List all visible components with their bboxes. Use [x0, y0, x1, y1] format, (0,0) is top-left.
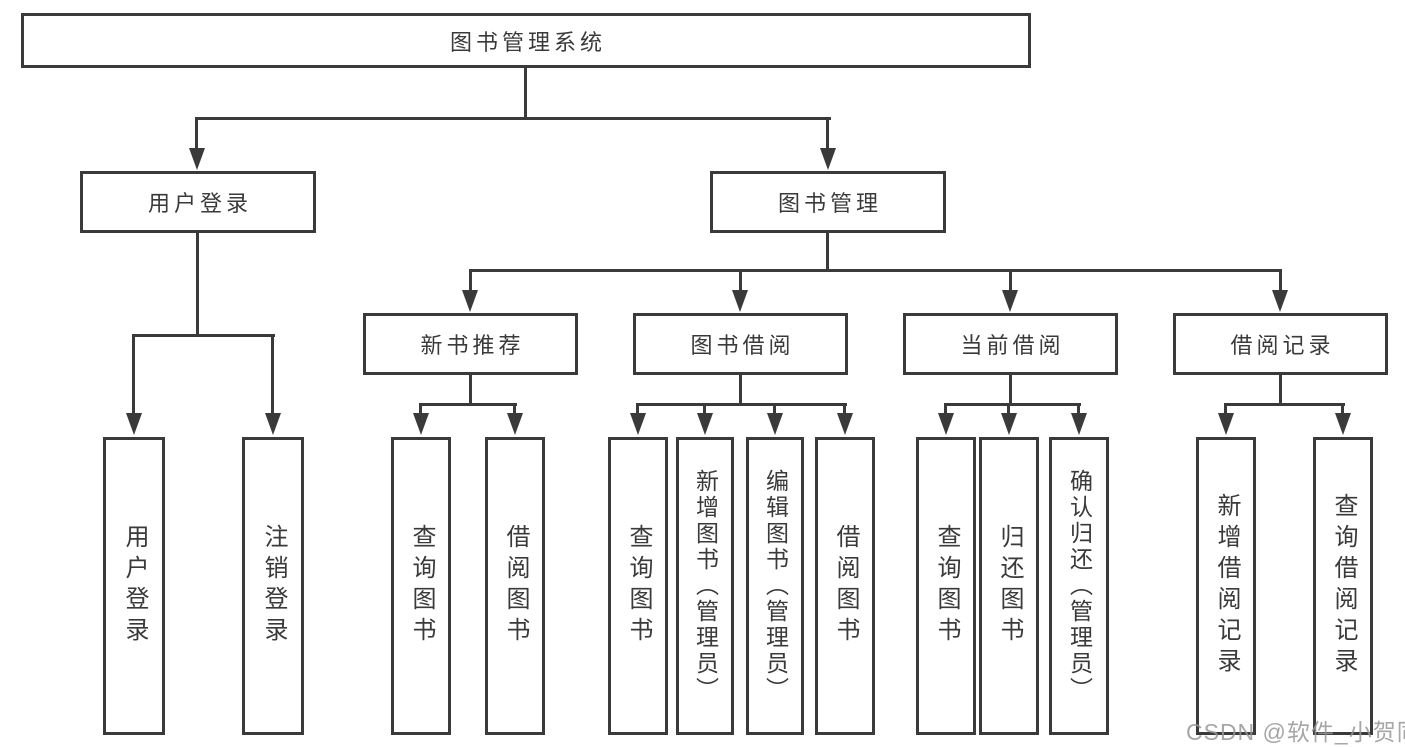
- csdn-watermark: CSDN @软件_小贺同学: [1186, 719, 1405, 745]
- connector-line: [1279, 269, 1282, 292]
- leaf-query-borrow-record: 查询借阅记录: [1313, 437, 1373, 735]
- connector-line: [271, 334, 274, 414]
- arrow-down-icon: [1071, 413, 1087, 435]
- leaf-logout: 注销登录: [242, 437, 304, 735]
- node-borrow-records: 借阅记录: [1173, 313, 1388, 375]
- arrow-down-icon: [1335, 413, 1351, 435]
- leaf-borrow-books-recommend: 借阅图书: [485, 437, 545, 735]
- leaf-label: 编辑图书（管理员）: [762, 469, 789, 703]
- leaf-label: 新增图书（管理员）: [692, 469, 719, 703]
- connector-line: [944, 403, 947, 415]
- connector-line: [739, 375, 742, 406]
- leaf-borrow-books: 借阅图书: [815, 437, 875, 735]
- connector-line: [513, 403, 516, 415]
- connector-line: [1279, 375, 1282, 406]
- connector-line: [196, 233, 199, 337]
- connector-line: [1077, 403, 1080, 415]
- arrow-down-icon: [189, 148, 205, 170]
- connector-line: [469, 269, 472, 292]
- connector-line: [132, 334, 135, 414]
- arrow-down-icon: [1272, 290, 1288, 312]
- leaf-add-borrow-record: 新增借阅记录: [1196, 437, 1256, 735]
- connector-line: [636, 403, 639, 415]
- connector-line: [1341, 403, 1344, 415]
- arrow-down-icon: [413, 413, 429, 435]
- connector-line: [1224, 403, 1345, 406]
- leaf-label: 确认归还（管理员）: [1066, 469, 1093, 703]
- leaf-label: 新增借阅记录: [1213, 493, 1240, 679]
- leaf-label: 归还图书: [996, 524, 1023, 648]
- connector-line: [1009, 375, 1012, 406]
- connector-line: [469, 269, 1282, 272]
- leaf-edit-books-admin: 编辑图书（管理员）: [746, 437, 804, 735]
- connector-line: [636, 403, 847, 406]
- leaf-label: 查询图书: [933, 524, 960, 648]
- connector-line: [419, 403, 422, 415]
- arrow-down-icon: [507, 413, 523, 435]
- node-new-book-recommend: 新书推荐: [363, 313, 578, 375]
- connector-line: [524, 68, 527, 120]
- node-book-management: 图书管理: [710, 171, 946, 233]
- arrow-down-icon: [126, 413, 142, 435]
- leaf-label: 查询借阅记录: [1330, 493, 1357, 679]
- connector-line: [419, 403, 517, 406]
- connector-line: [195, 117, 198, 150]
- connector-line: [703, 403, 706, 415]
- leaf-add-books-admin: 新增图书（管理员）: [676, 437, 734, 735]
- leaf-label: 用户登录: [121, 524, 148, 648]
- connector-line: [469, 375, 472, 406]
- leaf-query-books-recommend: 查询图书: [391, 437, 451, 735]
- leaf-label: 注销登录: [260, 524, 287, 648]
- arrow-down-icon: [630, 413, 646, 435]
- arrow-down-icon: [462, 290, 478, 312]
- connector-line: [843, 403, 846, 415]
- connector-line: [826, 233, 829, 272]
- arrow-down-icon: [1218, 413, 1234, 435]
- connector-line: [1009, 269, 1012, 292]
- connector-line: [944, 403, 1081, 406]
- connector-line: [826, 117, 829, 150]
- arrow-down-icon: [697, 413, 713, 435]
- arrow-down-icon: [265, 413, 281, 435]
- arrow-down-icon: [1002, 290, 1018, 312]
- leaf-return-books: 归还图书: [979, 437, 1039, 735]
- arrow-down-icon: [938, 413, 954, 435]
- leaf-query-books-current: 查询图书: [916, 437, 976, 735]
- connector-line: [1007, 403, 1010, 415]
- node-root: 图书管理系统: [21, 13, 1031, 68]
- connector-line: [739, 269, 742, 292]
- arrow-down-icon: [837, 413, 853, 435]
- node-current-borrow: 当前借阅: [903, 313, 1118, 375]
- arrow-down-icon: [767, 413, 783, 435]
- leaf-confirm-return-admin: 确认归还（管理员）: [1049, 437, 1109, 735]
- leaf-label: 借阅图书: [832, 524, 859, 648]
- leaf-user-login: 用户登录: [103, 437, 165, 735]
- leaf-label: 借阅图书: [502, 524, 529, 648]
- connector-line: [132, 334, 275, 337]
- connector-line: [1224, 403, 1227, 415]
- leaf-label: 查询图书: [408, 524, 435, 648]
- leaf-query-books-borrow: 查询图书: [608, 437, 668, 735]
- node-user-login: 用户登录: [80, 171, 316, 233]
- arrow-down-icon: [1001, 413, 1017, 435]
- connector-line: [773, 403, 776, 415]
- leaf-label: 查询图书: [625, 524, 652, 648]
- connector-line: [195, 117, 831, 120]
- node-book-borrow: 图书借阅: [633, 313, 848, 375]
- arrow-down-icon: [820, 148, 836, 170]
- arrow-down-icon: [732, 290, 748, 312]
